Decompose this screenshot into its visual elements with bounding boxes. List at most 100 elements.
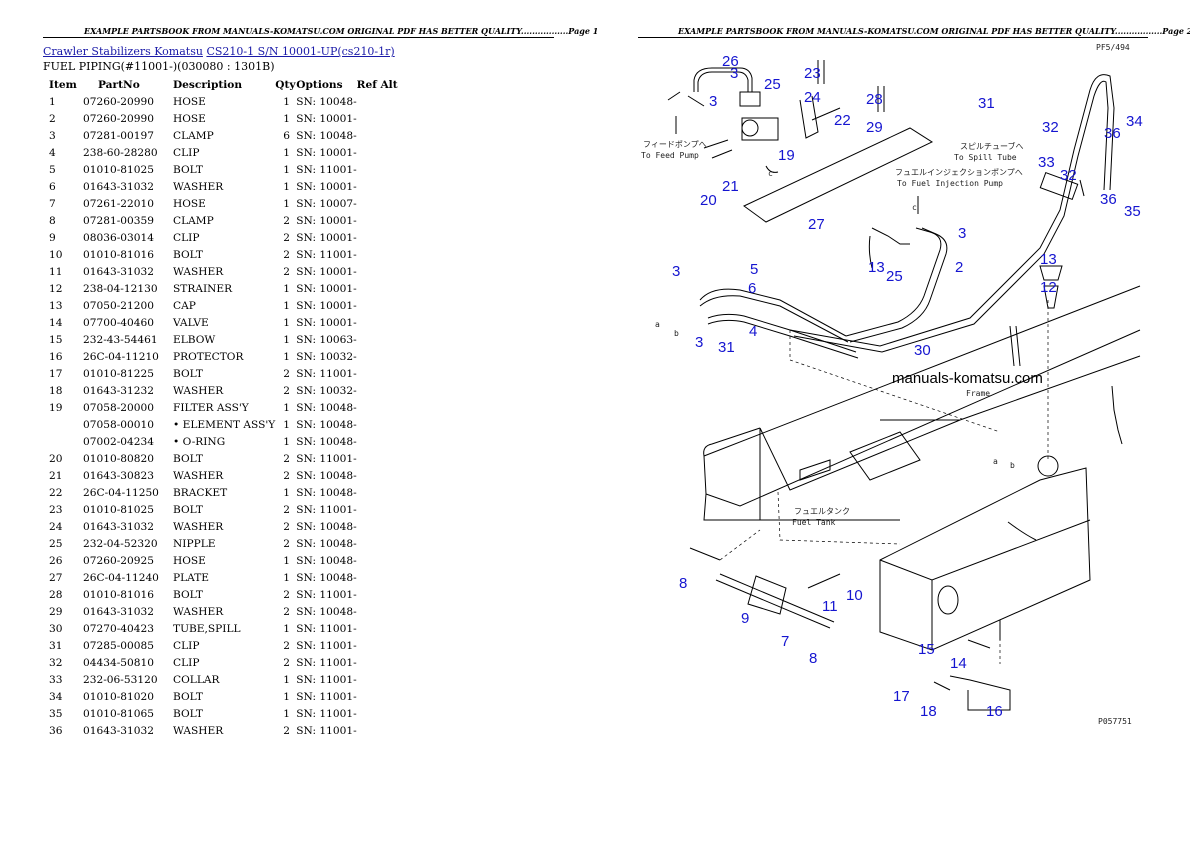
callout-number: 3 (958, 225, 966, 242)
options-cell: SN: 10048- (296, 605, 357, 618)
note-injection-en: To Fuel Injection Pump (897, 179, 1003, 188)
partno-cell: 01010-81020 (83, 690, 154, 703)
description-cell: TUBE,SPILL (173, 622, 241, 635)
partno-cell: 232-43-54461 (83, 333, 158, 346)
callout-number: 28 (866, 91, 883, 108)
callout-number: 36 (1104, 125, 1121, 142)
breadcrumb-link-model[interactable]: CS210-1 S/N 10001-UP(cs210-1r) (206, 45, 395, 58)
options-cell: SN: 11001- (296, 163, 357, 176)
ref-alt-cell (357, 280, 398, 297)
options-cell: SN: 10001- (296, 146, 357, 159)
partno-cell: 07270-40423 (83, 622, 154, 635)
item-cell: 9 (49, 231, 56, 244)
description-cell: PROTECTOR (173, 350, 244, 363)
options-cell: SN: 11001- (296, 367, 357, 380)
item-cell: 12 (49, 282, 63, 295)
description-cell: VALVE (173, 316, 209, 329)
options-cell: SN: 10032- (296, 384, 357, 397)
description-cell: CLIP (173, 146, 200, 159)
item-cell: 22 (49, 486, 63, 499)
ref-alt-cell (357, 484, 398, 501)
qty-cell: 2 (283, 724, 291, 737)
options-cell: SN: 10048- (296, 435, 357, 448)
ref-alt-cell (357, 246, 398, 263)
qty-cell: 2 (283, 537, 291, 550)
partno-cell: 01643-31032 (83, 520, 154, 533)
callout-number: 34 (1126, 113, 1143, 130)
options-cell: SN: 10048- (296, 129, 357, 142)
callout-number: 21 (722, 178, 739, 195)
options-cell: SN: 11001- (296, 656, 357, 669)
conn-letter-a-right: a (993, 457, 998, 466)
conn-letter-c-mid: c (912, 203, 917, 212)
partno-cell: 01010-81225 (83, 367, 154, 380)
qty-cell: 2 (283, 469, 291, 482)
callout-number: 27 (808, 216, 825, 233)
description-cell: BOLT (173, 163, 203, 176)
partno-cell: 26C-04-11210 (83, 350, 159, 363)
callout-number: 8 (809, 650, 817, 667)
item-cell: 6 (49, 180, 56, 193)
callout-number: 5 (750, 261, 758, 278)
callout-number: 20 (700, 192, 717, 209)
ref-alt-cell (357, 654, 398, 671)
partno-cell: 01643-30823 (83, 469, 154, 482)
qty-cell: 2 (283, 452, 291, 465)
ref-alt-cell (357, 450, 398, 467)
ref-alt-cell (357, 416, 398, 433)
ref-alt-cell (357, 722, 398, 739)
ref-alt-cell (357, 348, 398, 365)
item-cell: 35 (49, 707, 63, 720)
item-cell: 11 (49, 265, 63, 278)
description-cell: HOSE (173, 95, 206, 108)
partno-cell: 01010-81065 (83, 707, 154, 720)
partno-cell: 07260-20990 (83, 95, 154, 108)
qty-cell: 1 (283, 571, 291, 584)
ref-alt-cell (357, 552, 398, 569)
options-cell: SN: 10063- (296, 333, 357, 346)
callout-number: 3 (695, 334, 703, 351)
item-cell: 1 (49, 95, 56, 108)
qty-cell: 2 (283, 384, 291, 397)
qty-cell: 1 (283, 418, 291, 431)
description-cell: ELBOW (173, 333, 216, 346)
qty-cell: 2 (283, 503, 291, 516)
ref-alt-cell (357, 603, 398, 620)
ref-alt-cell (357, 569, 398, 586)
options-cell: SN: 10001- (296, 112, 357, 125)
item-cell: 3 (49, 129, 56, 142)
callout-number: 8 (679, 575, 687, 592)
partno-cell: 01010-81025 (83, 503, 154, 516)
item-cell (44, 433, 83, 450)
callout-number: 14 (950, 655, 967, 672)
description-cell: • O-RING (173, 435, 226, 448)
callout-number: 3 (730, 65, 738, 82)
note-feed-pump-en: To Feed Pump (641, 151, 699, 160)
ref-alt-cell (357, 399, 398, 416)
ref-alt-cell (357, 314, 398, 331)
conn-letter-b-left: b (674, 329, 679, 338)
callout-number: 18 (920, 703, 937, 720)
options-cell: SN: 10048- (296, 520, 357, 533)
callout-number: 26 (722, 53, 739, 70)
breadcrumb-link-crawler-stabilizers[interactable]: Crawler Stabilizers Komatsu (43, 45, 203, 58)
conn-letter-b-right: b (1010, 461, 1015, 470)
item-cell: 16 (49, 350, 63, 363)
partno-cell: 01010-80820 (83, 452, 154, 465)
item-cell: 36 (49, 724, 63, 737)
parts-table: Item PartNo Description Qty Options Ref … (44, 76, 398, 739)
qty-cell: 6 (283, 129, 291, 142)
description-cell: NIPPLE (173, 537, 216, 550)
ref-alt-cell (357, 93, 398, 110)
